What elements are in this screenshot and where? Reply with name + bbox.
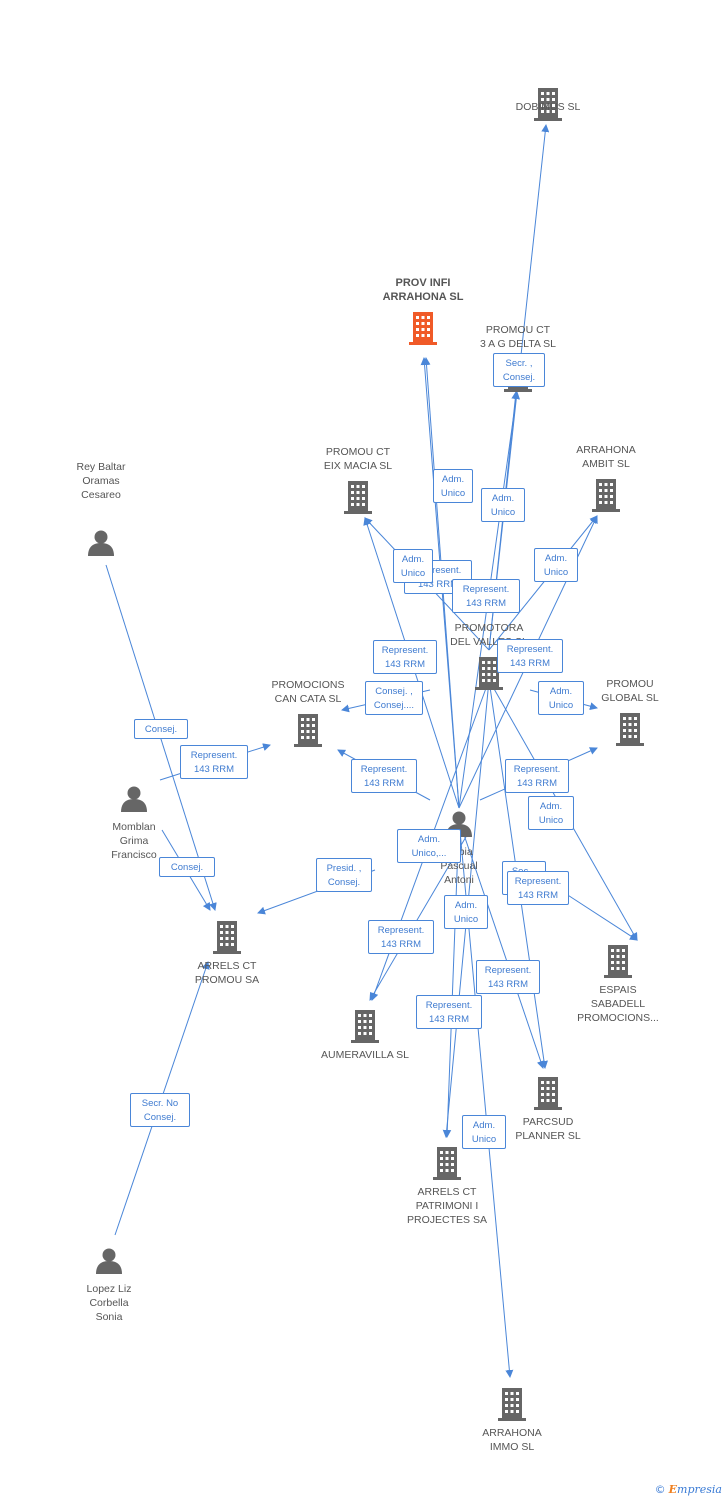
person-icon-rey-baltar[interactable] — [88, 530, 114, 557]
building-icon-promouct-eix[interactable] — [344, 481, 372, 514]
node-label-parcsud[interactable]: PARCSUD PLANNER SL — [515, 1116, 581, 1142]
edge-label-20[interactable]: Represent. 143 RRM — [507, 871, 569, 905]
edge-label-15[interactable]: Adm. Unico — [528, 796, 574, 830]
edge-label-14[interactable]: Represent. 143 RRM — [505, 759, 569, 793]
edge-label-8[interactable]: Represent. 143 RRM — [497, 639, 563, 673]
person-icon-lopez[interactable] — [96, 1248, 122, 1275]
edge-line-20 — [559, 889, 638, 941]
empresia-brand[interactable]: ©Empresia — [655, 1483, 722, 1496]
node-label-promocions-cancata[interactable]: PROMOCIONS CAN CATA SL — [271, 679, 345, 705]
node-label-rey-baltar[interactable]: Rey Baltar Oramas Cesareo — [76, 461, 126, 501]
edge-label-11[interactable]: Consej. — [134, 719, 188, 739]
edge-line-22 — [458, 819, 545, 1069]
node-label-promouct-eix[interactable]: PROMOU CT EIX MACIA SL — [323, 446, 393, 472]
node-label-promouct-3ag[interactable]: PROMOU CT 3 A G DELTA SL — [479, 324, 557, 350]
edge-label-6[interactable]: Represent. 143 RRM — [452, 579, 520, 613]
edge-label-26[interactable]: Adm. Unico — [462, 1115, 506, 1149]
edge-label-7[interactable]: Represent. 143 RRM — [373, 640, 437, 674]
edge-label-13[interactable]: Represent. 143 RRM — [351, 759, 417, 793]
node-label-espais[interactable]: ESPAIS SABADELL PROMOCIONS... — [577, 984, 659, 1024]
edge-label-9[interactable]: Consej. , Consej.... — [365, 681, 423, 715]
edge-label-25[interactable]: Secr. No Consej. — [130, 1093, 190, 1127]
edge-label-21[interactable]: Adm. Unico — [444, 895, 488, 929]
node-label-lopez[interactable]: Lopez Liz Corbella Sonia — [86, 1283, 132, 1323]
node-label-prov-infi[interactable]: PROV INFI ARRAHONA SL — [382, 277, 464, 303]
building-icon-prov-infi[interactable] — [409, 312, 437, 345]
edge-line-7 — [488, 515, 598, 651]
node-label-promou-global[interactable]: PROMOU GLOBAL SL — [601, 678, 659, 704]
edge-label-18[interactable]: Presid. , Consej. — [316, 858, 372, 892]
building-icon-promocions-cancata[interactable] — [294, 714, 322, 747]
edge-label-1[interactable]: Adm. Unico — [433, 469, 473, 503]
edge-label-3[interactable]: Adm. Unico — [534, 548, 578, 582]
edge-label-0[interactable]: Secr. , Consej. — [493, 353, 545, 387]
building-icon-parcsud[interactable] — [534, 1077, 562, 1110]
node-label-momblan[interactable]: Momblan Grima Francisco — [111, 821, 157, 861]
brand-name: mpresia — [677, 1483, 722, 1496]
building-icon-aumeravilla[interactable] — [351, 1010, 379, 1043]
node-label-aumeravilla[interactable]: AUMERAVILLA SL — [321, 1049, 409, 1061]
person-icon-momblan[interactable] — [121, 786, 147, 813]
edge-line-24 — [443, 819, 460, 1138]
edge-label-5[interactable]: Adm. Unico — [393, 549, 433, 583]
building-icon-espais[interactable] — [604, 945, 632, 978]
node-label-arrels-patrimoni[interactable]: ARRELS CT PATRIMONI I PROJECTES SA — [407, 1186, 487, 1226]
node-label-arrahona-ambit[interactable]: ARRAHONA AMBIT SL — [576, 444, 636, 470]
edge-label-17[interactable]: Consej. — [159, 857, 215, 877]
edge-label-2[interactable]: Adm. Unico — [481, 488, 525, 522]
brand-initial: E — [668, 1483, 678, 1496]
node-label-dobimus[interactable]: DOBIMUS SL — [515, 101, 581, 113]
building-icon-arrels-promou[interactable] — [213, 921, 241, 954]
building-icon-arrels-patrimoni[interactable] — [433, 1147, 461, 1180]
edge-label-24[interactable]: Represent. 143 RRM — [416, 995, 482, 1029]
edge-label-10[interactable]: Adm. Unico — [538, 681, 584, 715]
edge-label-23[interactable]: Represent. 143 RRM — [476, 960, 540, 994]
edge-label-16[interactable]: Adm. Unico,... — [397, 829, 461, 863]
node-label-arrahona-immo[interactable]: ARRAHONA IMMO SL — [482, 1427, 542, 1453]
node-label-arrels-promou[interactable]: ARRELS CT PROMOU SA — [194, 960, 260, 986]
copyright-symbol: © — [654, 1483, 666, 1496]
edge-label-12[interactable]: Represent. 143 RRM — [180, 745, 248, 779]
nodes-layer — [88, 88, 644, 1421]
edge-label-22[interactable]: Represent. 143 RRM — [368, 920, 434, 954]
building-icon-arrahona-ambit[interactable] — [592, 479, 620, 512]
building-icon-arrahona-immo[interactable] — [498, 1388, 526, 1421]
building-icon-promou-global[interactable] — [616, 713, 644, 746]
